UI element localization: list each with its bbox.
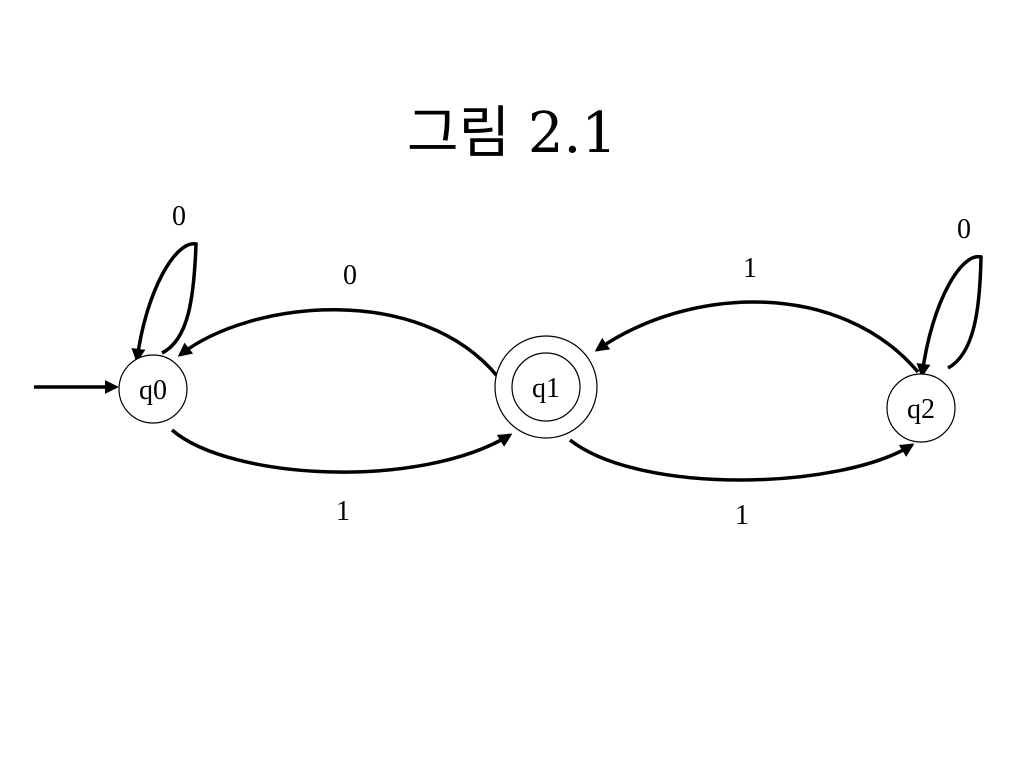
edge-q2-q2-label: 0 bbox=[957, 214, 971, 245]
edge-q2-q1-label: 1 bbox=[743, 253, 757, 284]
state-q1-label: q1 bbox=[532, 373, 560, 404]
edge-q0-q1 bbox=[170, 428, 513, 474]
state-q0-label: q0 bbox=[139, 375, 167, 406]
edge-q1-q0-label: 0 bbox=[343, 260, 357, 291]
state-q0: q0 bbox=[118, 354, 188, 424]
edge-q2-q2 bbox=[916, 255, 983, 378]
figure-title: 그림 2.1 bbox=[407, 101, 617, 166]
state-q2-label: q2 bbox=[907, 394, 935, 425]
edge-q1-q0 bbox=[177, 308, 500, 379]
edge-q0-q0-label: 0 bbox=[172, 201, 186, 232]
edge-q0-q0 bbox=[131, 242, 198, 363]
edge-q1-q2-label: 1 bbox=[735, 500, 749, 531]
edge-q2-q1 bbox=[594, 300, 920, 374]
state-q1: q1 bbox=[494, 335, 598, 439]
edge-q1-q2 bbox=[568, 438, 915, 482]
state-q2: q2 bbox=[886, 373, 956, 443]
edge-q0-q1-label: 1 bbox=[336, 496, 350, 527]
